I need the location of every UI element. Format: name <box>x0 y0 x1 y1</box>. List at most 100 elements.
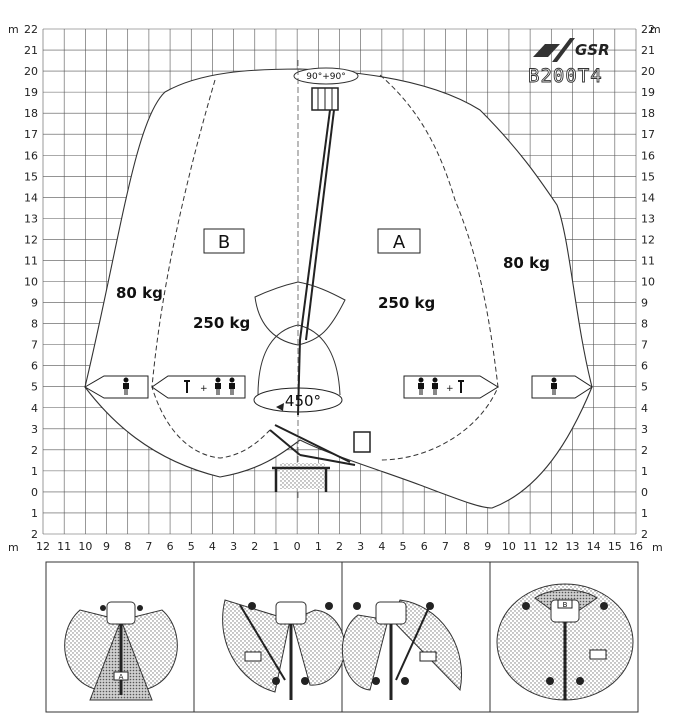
marker-right-1-person <box>531 375 593 399</box>
zone-b-outer-load: 80 kg <box>116 284 163 302</box>
x-tick-label: 2 <box>336 540 343 553</box>
y-tick-label: 12 <box>24 233 38 246</box>
y-tick-label: 19 <box>24 86 38 99</box>
y-tick-label: 7 <box>641 339 648 352</box>
model-name: B200T4 <box>528 65 603 87</box>
y-tick-label: 0 <box>641 486 648 499</box>
person-icon <box>432 377 438 395</box>
zone-b-letter: B <box>218 232 230 253</box>
y-tick-label: 20 <box>24 65 38 78</box>
x-tick-label: 4 <box>378 540 385 553</box>
y-tick-label: 21 <box>641 44 655 57</box>
person-icon <box>418 377 424 395</box>
unit-label-top-right: m <box>650 23 661 36</box>
x-tick-label: 7 <box>442 540 449 553</box>
footprint-panel-4: B <box>496 583 634 701</box>
x-tick-label: 14 <box>587 540 601 553</box>
y-tick-label: 19 <box>641 86 655 99</box>
y-tick-label: 4 <box>641 402 648 415</box>
tool-icon <box>458 380 464 393</box>
x-tick-label: 15 <box>608 540 622 553</box>
basket-rotation-label: 90°+90° <box>306 72 345 82</box>
footprint-panel-2 <box>222 599 346 700</box>
x-tick-label: 4 <box>209 540 216 553</box>
y-tick-label: 7 <box>31 339 38 352</box>
rotation-label: 450° <box>285 392 321 410</box>
y-tick-label: 22 <box>641 23 655 36</box>
x-tick-label: 10 <box>502 540 516 553</box>
y-tick-label: 14 <box>641 191 655 204</box>
plus-sign: + <box>200 384 208 394</box>
y-tick-label: 8 <box>641 318 648 331</box>
y-tick-label: 3 <box>31 423 38 436</box>
unit-label-top-left: m <box>8 23 19 36</box>
x-tick-label: 3 <box>357 540 364 553</box>
zone-a-box: A <box>377 228 421 254</box>
y-tick-label: 1 <box>31 465 38 478</box>
x-tick-label: 6 <box>167 540 174 553</box>
x-tick-label: 11 <box>523 540 537 553</box>
x-tick-label: 16 <box>629 540 643 553</box>
x-tick-label: 5 <box>188 540 195 553</box>
x-tick-label: 9 <box>484 540 491 553</box>
turret-rotation-ellipse <box>253 387 343 413</box>
y-tick-label: 13 <box>641 212 655 225</box>
plus-sign: + <box>446 384 454 394</box>
panel-1-zone-letter: A <box>119 673 124 681</box>
person-icon <box>551 377 557 395</box>
y-tick-label: 16 <box>641 149 655 162</box>
x-tick-label: 9 <box>103 540 110 553</box>
unit-label-bottom-right: m <box>652 541 663 554</box>
y-tick-label: 1 <box>641 465 648 478</box>
y-tick-label: 18 <box>641 107 655 120</box>
x-tick-label: 12 <box>36 540 50 553</box>
x-tick-label: 5 <box>400 540 407 553</box>
y-tick-label: 3 <box>641 423 648 436</box>
y-tick-label: 1 <box>641 507 648 520</box>
footprint-panel-3 <box>341 599 463 700</box>
rotation-arrow-icon <box>276 403 284 411</box>
brand-name: GSR <box>575 41 610 59</box>
y-tick-label: 14 <box>24 191 38 204</box>
person-icon <box>123 377 129 395</box>
y-tick-label: 5 <box>31 381 38 394</box>
y-tick-label: 10 <box>641 276 655 289</box>
y-tick-label: 22 <box>24 23 38 36</box>
tool-icon <box>184 380 190 393</box>
y-tick-label: 20 <box>641 65 655 78</box>
unit-label-bottom-left: m <box>8 541 19 554</box>
vehicle-base <box>272 463 330 492</box>
y-tick-label: 8 <box>31 318 38 331</box>
x-tick-label: 13 <box>565 540 579 553</box>
y-tick-label: 2 <box>641 444 648 457</box>
person-icon <box>215 377 221 395</box>
marker-right-2-persons-tool: + <box>403 375 499 399</box>
y-tick-label: 9 <box>641 297 648 310</box>
inner-envelope-250kg <box>151 74 499 461</box>
y-tick-label: 4 <box>31 402 38 415</box>
panel-4-zone-letter-b: B <box>563 601 568 609</box>
basket-rotation-ellipse <box>293 67 359 85</box>
y-tick-label: 0 <box>31 486 38 499</box>
x-tick-label: 3 <box>230 540 237 553</box>
y-tick-label: 15 <box>24 170 38 183</box>
y-tick-label: 6 <box>641 360 648 373</box>
y-tick-label: 18 <box>24 107 38 120</box>
y-tick-label: 9 <box>31 297 38 310</box>
person-icon <box>229 377 235 395</box>
y-tick-label: 13 <box>24 212 38 225</box>
zone-b-box: B <box>203 228 245 254</box>
y-tick-label: 15 <box>641 170 655 183</box>
boom <box>269 109 356 466</box>
x-tick-label: 10 <box>78 540 92 553</box>
zone-a-letter: A <box>393 232 406 253</box>
x-tick-label: 0 <box>294 540 301 553</box>
marker-left-2-persons-tool: + <box>151 375 246 399</box>
turret-inner-loop <box>254 281 346 346</box>
x-tick-label: 8 <box>124 540 131 553</box>
lower-basket <box>353 431 371 453</box>
x-tick-label: 6 <box>421 540 428 553</box>
x-tick-label: 11 <box>57 540 71 553</box>
